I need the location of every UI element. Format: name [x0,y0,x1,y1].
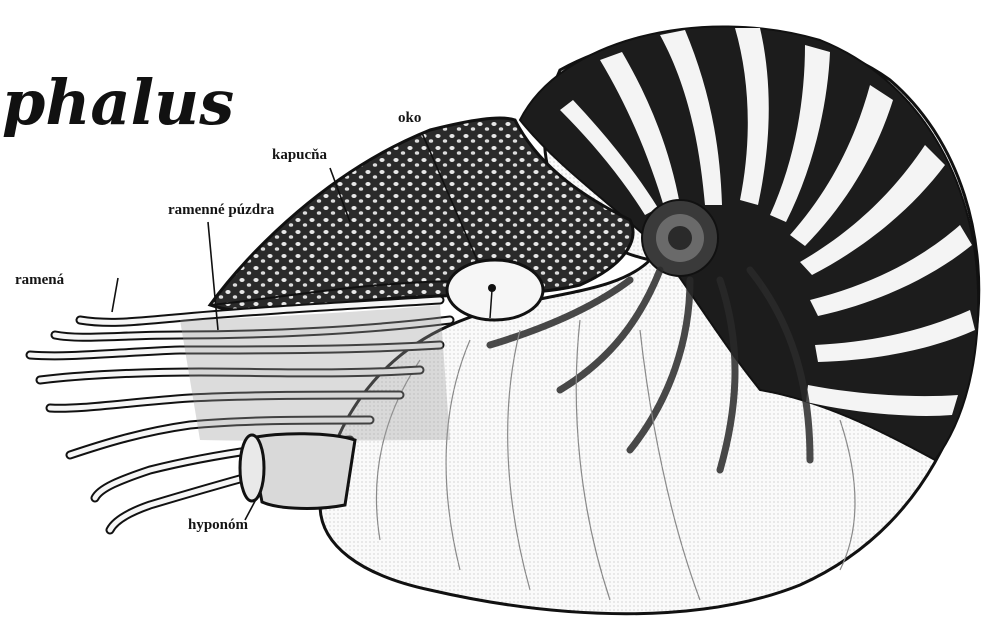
label-ramenne-puzdra: ramenné púzdra [168,202,274,219]
label-kapucna: kapucňa [272,147,327,164]
label-hyponom: hyponóm [188,517,248,534]
leader-ramena [112,278,118,312]
label-oko: oko [398,110,421,127]
label-ramena: ramená [15,272,64,289]
page-title: phalus [2,66,234,139]
eye [447,260,543,320]
